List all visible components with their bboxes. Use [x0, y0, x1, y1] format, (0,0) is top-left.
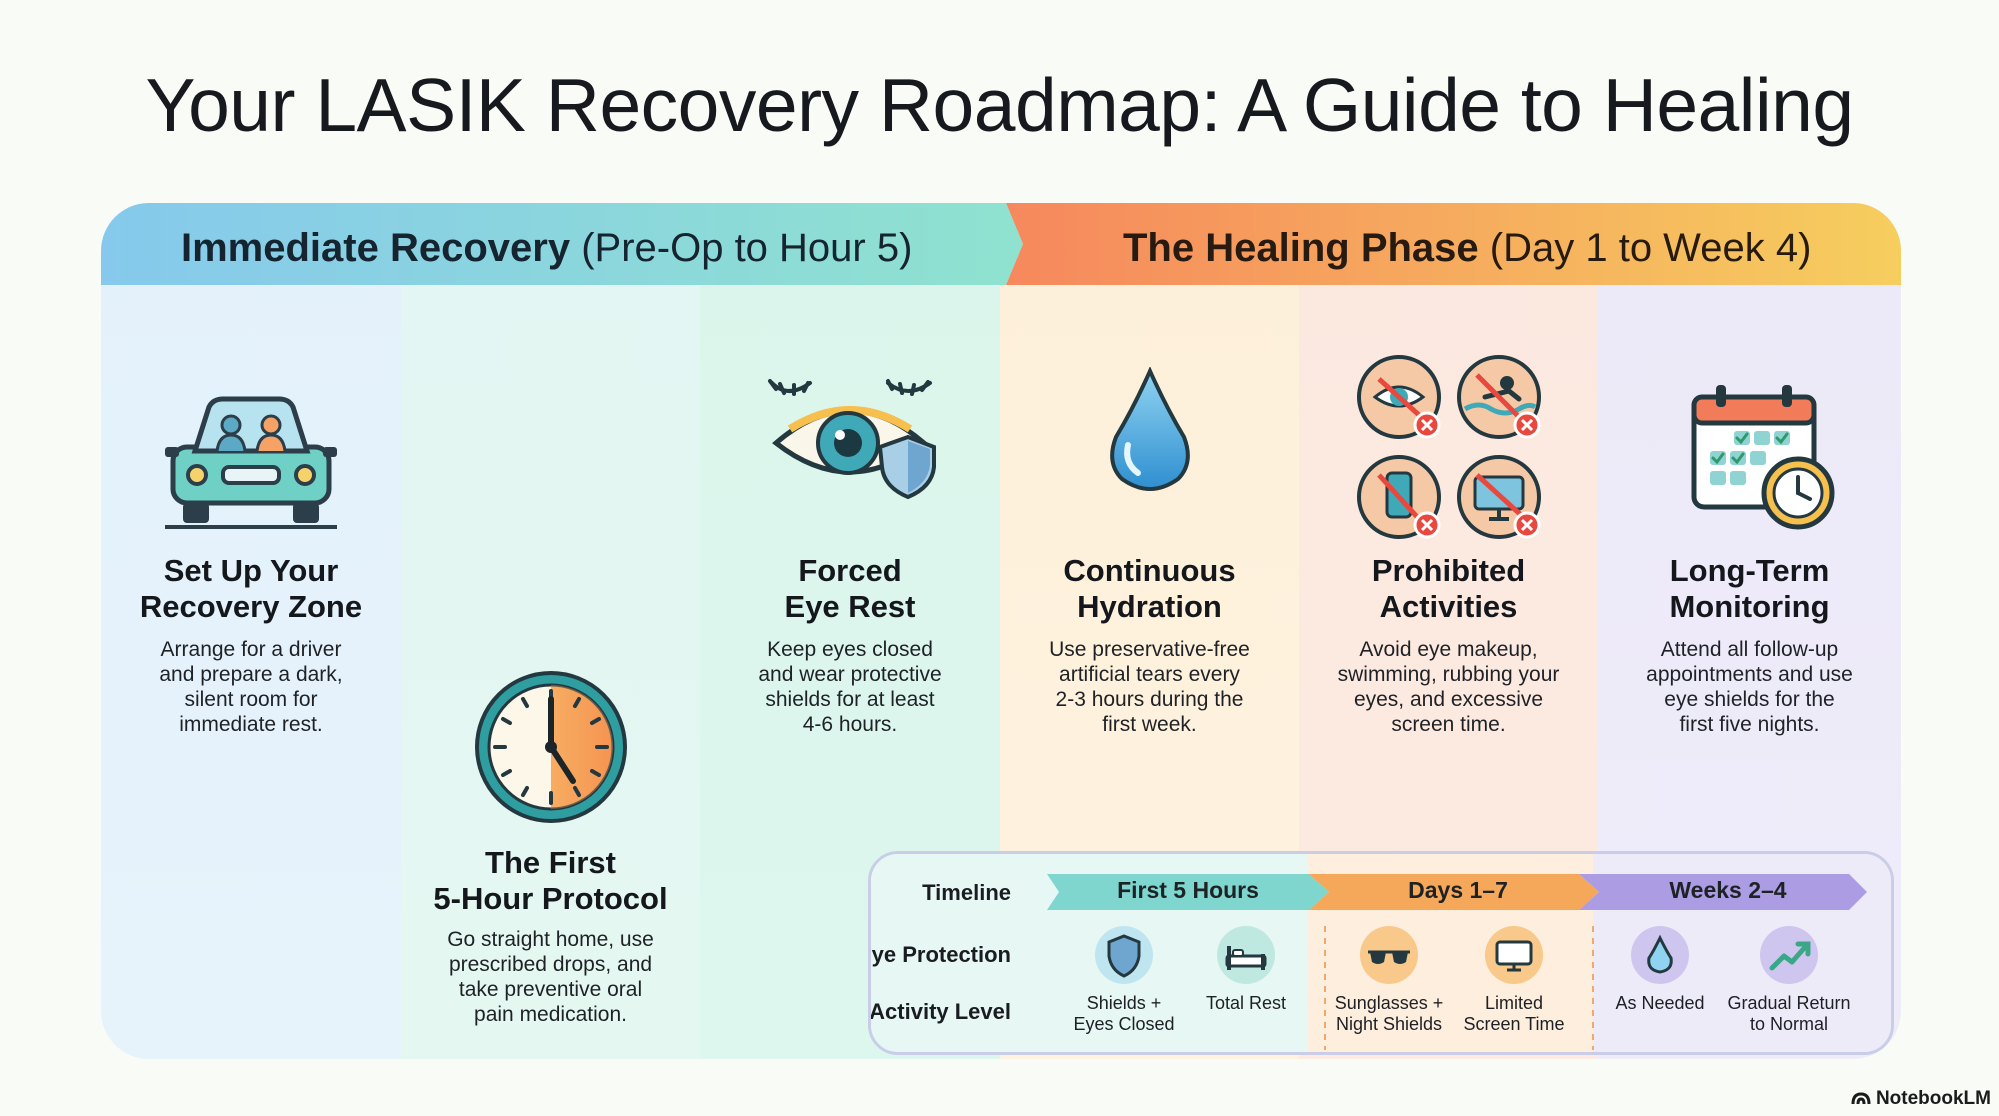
- column-2: [401, 203, 700, 1059]
- phase-weeks-2-4: Weeks 2–4: [1669, 877, 1787, 903]
- screen-icon: [1485, 926, 1543, 984]
- prohibited-activities-icon: [1357, 355, 1541, 539]
- phase-header-band: [101, 203, 1901, 285]
- column-1: [101, 203, 401, 1059]
- row-label-timeline: Timeline: [922, 880, 1011, 905]
- caption-shields-eyes-closed: Shields +Eyes Closed: [1073, 993, 1175, 1034]
- car-icon: [165, 396, 337, 529]
- notebooklm-watermark: NotebookLM: [1851, 1088, 1991, 1110]
- phase-days-1-7: Days 1–7: [1408, 877, 1508, 903]
- healing-phase-header: The Healing Phase (Day 1 to Week 4): [1123, 226, 1812, 270]
- eye-shield-icon: [768, 379, 936, 500]
- sunglasses-icon: [1360, 926, 1418, 984]
- phase-first-5-hours: First 5 Hours: [1117, 877, 1259, 903]
- notebooklm-logo-icon: [1851, 1092, 1871, 1105]
- timeline-dividers: [1324, 926, 1594, 1050]
- immediate-recovery-header: Immediate Recovery (Pre-Op to Hour 5): [181, 226, 913, 270]
- caption-sunglasses-night-shields: Sunglasses +Night Shields: [1334, 993, 1444, 1034]
- bed-icon: [1217, 926, 1275, 984]
- water-drop-icon: [1110, 367, 1190, 491]
- page-title: Your LASIK Recovery Roadmap: A Guide to …: [145, 63, 1854, 147]
- timeline-phase-arrows: [1047, 874, 1867, 910]
- trend-up-icon: [1760, 926, 1818, 984]
- timeline-summary-panel: Timeline Eye Protection Activity Level F…: [868, 851, 1894, 1055]
- eye-drop-icon: [1631, 926, 1689, 984]
- row-label-activity-level: Activity Level: [869, 999, 1011, 1024]
- caption-total-rest: Total Rest: [1205, 993, 1287, 1013]
- row-label-eye-protection: Eye Protection: [868, 942, 1011, 967]
- clock-icon: [475, 671, 627, 823]
- shield-icon: [1095, 926, 1153, 984]
- caption-as-needed: As Needed: [1615, 993, 1705, 1013]
- calendar-clock-icon: [1691, 385, 1835, 530]
